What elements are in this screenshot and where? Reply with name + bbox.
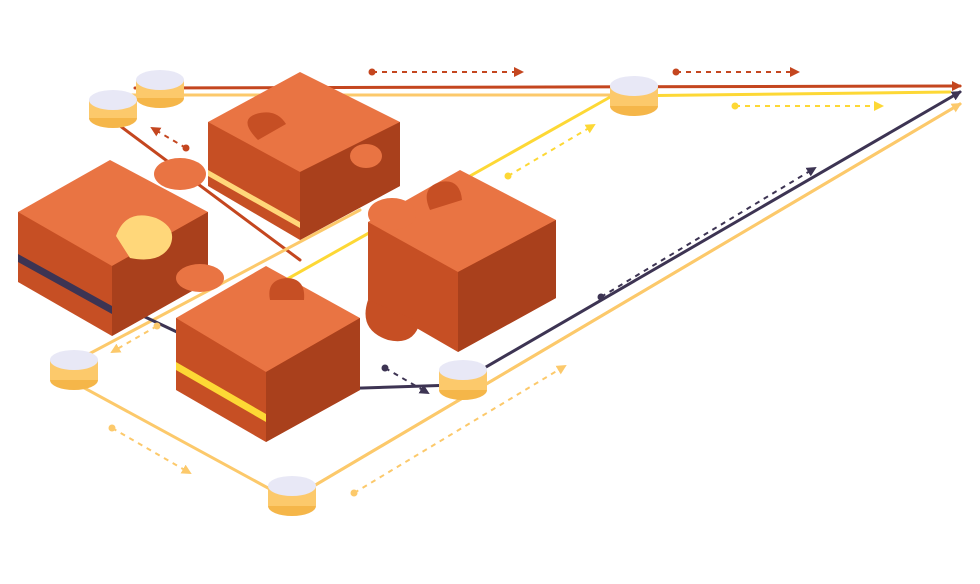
flow-red-top-1 [368,67,524,77]
flow-gold-right [731,101,884,111]
flow-dark-diag [597,166,817,301]
flow-red-top-2 [672,67,800,77]
puzzle-piece-icon [208,72,400,240]
network-nodes [50,70,658,516]
route-light-arrow [288,102,962,502]
flow-light-bottom-right [350,364,567,497]
database-node-icon [136,70,184,108]
puzzle-piece-icon [365,170,556,352]
flow-indicators [108,67,884,497]
database-node-icon [439,360,487,400]
puzzle-piece-icon [176,264,360,442]
puzzle-pieces [18,72,556,442]
database-node-icon [610,76,658,116]
flow-gold-diag [504,123,596,180]
flow-light-bottom-left [108,424,192,474]
flow-dark-bottom [381,364,430,395]
database-node-icon [268,476,316,516]
database-node-icon [50,350,98,390]
route-dark [18,90,962,392]
database-node-icon [89,90,137,128]
flow-light-left [110,322,161,354]
puzzle-piece-icon [18,158,208,336]
flow-red-left [150,126,190,152]
